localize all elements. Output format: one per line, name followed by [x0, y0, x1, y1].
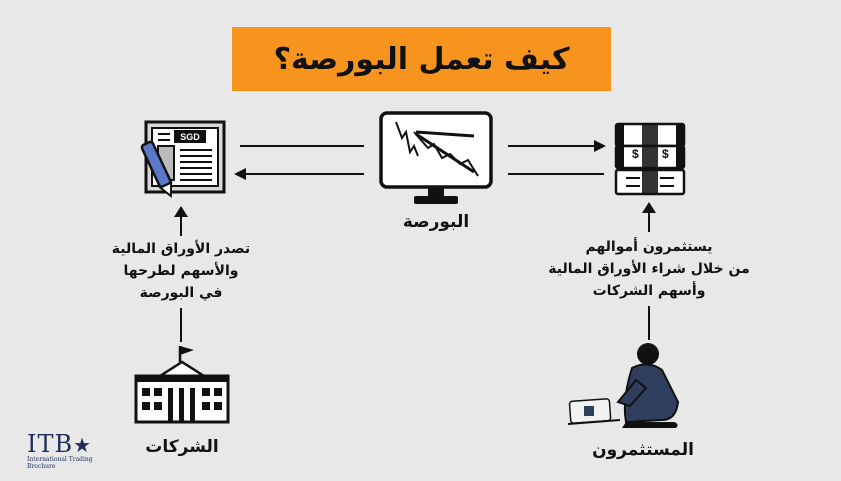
newspaper-pen-icon: SGD	[140, 120, 226, 199]
svg-text:$: $	[662, 147, 669, 161]
logo-text: ITB	[27, 430, 74, 458]
building-icon	[134, 346, 230, 424]
investors-caption-line: يستثمرون أموالهم	[585, 239, 713, 255]
brand-logo: ITB★ International Trading Brochure	[27, 430, 117, 475]
investors-caption-line: وأسهم الشركات	[592, 283, 706, 299]
money-stack-icon: $ $	[614, 122, 686, 196]
companies-caption-line: تصدر الأوراق المالية	[111, 241, 251, 257]
arrows-exchange-investors	[508, 140, 606, 175]
companies-caption-line: في البورصة	[139, 285, 223, 301]
investors-label: المستثمرون	[592, 440, 694, 460]
companies-label: الشركات	[145, 437, 219, 457]
investors-caption: يستثمرون أموالهم من خلال شراء الأوراق ال…	[536, 236, 762, 302]
arrow-up-companies	[174, 206, 188, 236]
connector-companies	[180, 308, 182, 342]
arrows-companies-exchange	[234, 145, 364, 180]
exchange-label: البورصة	[402, 212, 470, 232]
companies-caption-line: والأسهم لطرحها	[123, 263, 239, 279]
svg-text:$: $	[632, 147, 639, 161]
monitor-chart-icon	[379, 111, 493, 204]
page-title: كيف تعمل البورصة؟	[273, 41, 570, 77]
arrow-up-investors	[642, 202, 656, 232]
companies-caption: تصدر الأوراق المالية والأسهم لطرحها في ا…	[86, 238, 276, 304]
connector-investors	[648, 306, 650, 340]
newspaper-badge: SGD	[180, 132, 200, 142]
investor-laptop-icon	[567, 343, 680, 428]
title-banner: كيف تعمل البورصة؟	[232, 27, 611, 91]
star-icon: ★	[73, 433, 93, 457]
investors-caption-line: من خلال شراء الأوراق المالية	[548, 261, 750, 277]
logo-tagline: International Trading Brochure	[27, 456, 93, 470]
